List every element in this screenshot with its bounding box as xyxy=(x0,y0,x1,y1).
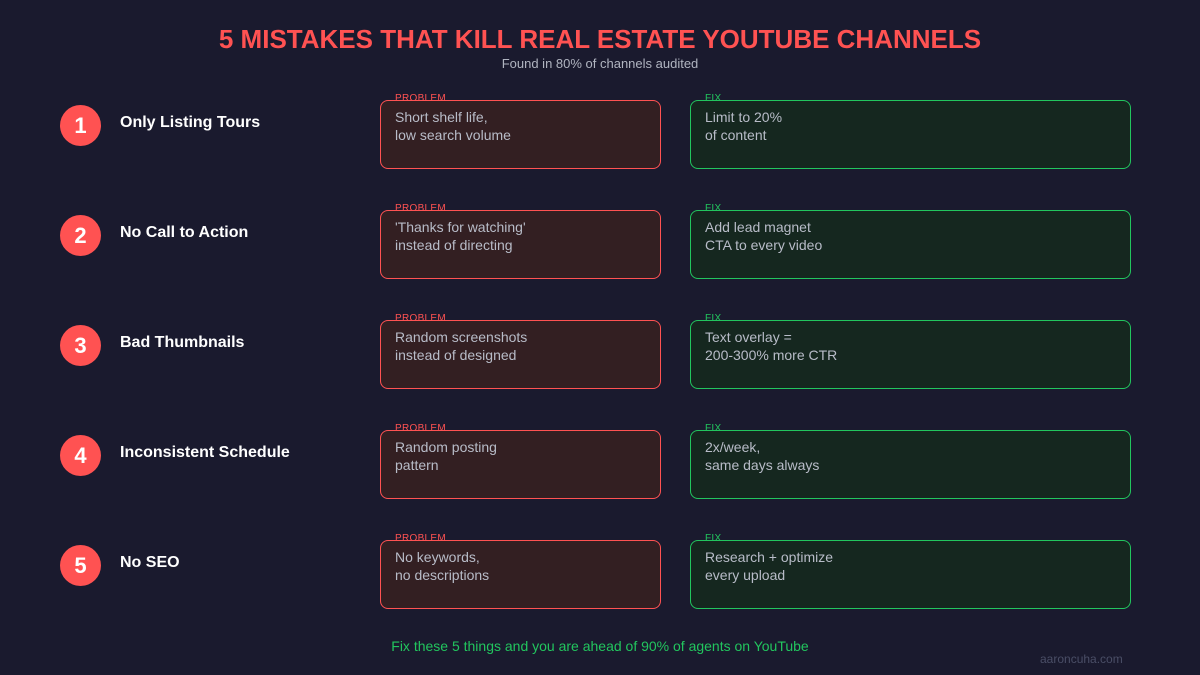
problem-text: 'Thanks for watching' instead of directi… xyxy=(395,219,526,253)
number-badge: 4 xyxy=(60,435,101,476)
fix-label: FIX xyxy=(705,203,722,214)
mistake-row: 3 Bad Thumbnails PROBLEM Random screensh… xyxy=(0,313,1200,400)
problem-box: PROBLEM 'Thanks for watching' instead of… xyxy=(380,203,661,279)
fix-box: FIX Text overlay = 200-300% more CTR xyxy=(690,313,1131,389)
problem-box: PROBLEM Random screenshots instead of de… xyxy=(380,313,661,389)
problem-label: PROBLEM xyxy=(395,93,447,104)
fix-label: FIX xyxy=(705,313,722,324)
number-badge: 5 xyxy=(60,545,101,586)
mistake-name: Bad Thumbnails xyxy=(120,334,245,351)
problem-box: PROBLEM No keywords, no descriptions xyxy=(380,533,661,609)
problem-label: PROBLEM xyxy=(395,203,447,214)
problem-text: Random screenshots instead of designed xyxy=(395,329,528,363)
fix-text: Text overlay = 200-300% more CTR xyxy=(705,329,838,363)
fix-text: Research + optimize every upload xyxy=(705,549,834,583)
fix-text: Limit to 20% of content xyxy=(705,109,783,143)
fix-label: FIX xyxy=(705,93,722,104)
problem-text: No keywords, no descriptions xyxy=(395,549,490,583)
problem-text: Random posting pattern xyxy=(395,439,497,473)
number-badge: 2 xyxy=(60,215,101,256)
problem-label: PROBLEM xyxy=(395,313,447,324)
fix-label: FIX xyxy=(705,423,722,434)
problem-label: PROBLEM xyxy=(395,533,447,544)
mistake-row: 1 Only Listing Tours PROBLEM Short shelf… xyxy=(0,93,1200,180)
page-subtitle: Found in 80% of channels audited xyxy=(501,56,699,71)
number-badge: 3 xyxy=(60,325,101,366)
problem-label: PROBLEM xyxy=(395,423,447,434)
footer-note: Fix these 5 things and you are ahead of … xyxy=(391,638,809,654)
mistake-row: 4 Inconsistent Schedule PROBLEM Random p… xyxy=(0,423,1200,510)
fix-label: FIX xyxy=(705,533,722,544)
problem-box: PROBLEM Short shelf life, low search vol… xyxy=(380,93,661,169)
number-badge: 1 xyxy=(60,105,101,146)
problem-box: PROBLEM Random posting pattern xyxy=(380,423,661,499)
mistake-name: No SEO xyxy=(120,554,180,571)
mistake-row: 5 No SEO PROBLEM No keywords, no descrip… xyxy=(0,533,1200,620)
mistake-name: Inconsistent Schedule xyxy=(120,444,290,461)
fix-box: FIX Limit to 20% of content xyxy=(690,93,1131,169)
credit: aaroncuha.com xyxy=(1040,652,1123,666)
fix-box: FIX 2x/week, same days always xyxy=(690,423,1131,499)
mistake-row: 2 No Call to Action PROBLEM 'Thanks for … xyxy=(0,203,1200,290)
fix-box: FIX Add lead magnet CTA to every video xyxy=(690,203,1131,279)
page-title: 5 MISTAKES THAT KILL REAL ESTATE YOUTUBE… xyxy=(218,24,982,54)
fix-text: Add lead magnet CTA to every video xyxy=(705,219,823,253)
mistake-name: No Call to Action xyxy=(120,224,249,241)
problem-text: Short shelf life, low search volume xyxy=(395,109,511,143)
mistake-name: Only Listing Tours xyxy=(120,114,261,131)
fix-box: FIX Research + optimize every upload xyxy=(690,533,1131,609)
fix-text: 2x/week, same days always xyxy=(705,439,820,473)
